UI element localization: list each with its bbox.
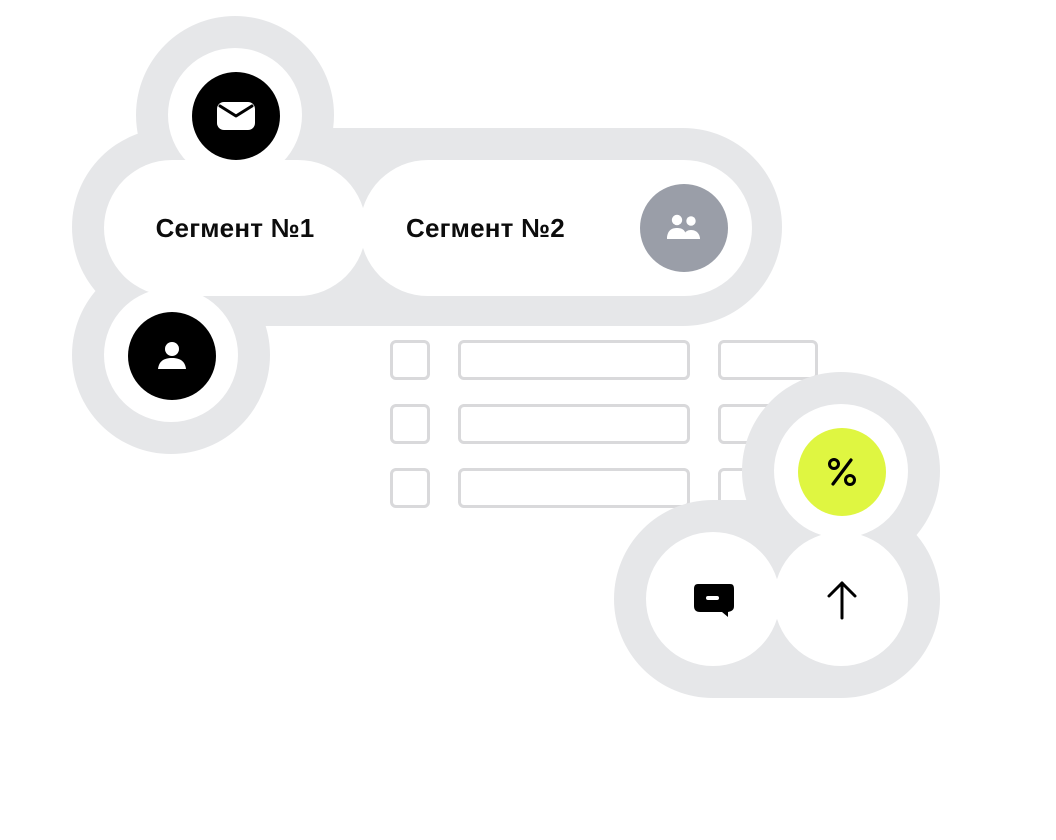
chat-bubble-icon [694, 584, 734, 617]
percent-button[interactable] [798, 428, 886, 516]
users-group-icon [667, 214, 700, 239]
mail-icon [217, 102, 255, 130]
percent-icon [828, 458, 856, 486]
placeholder-checkbox-2 [390, 404, 430, 444]
placeholder-field-1 [458, 340, 690, 380]
chat-button[interactable] [670, 556, 758, 644]
segment-2-label: Сегмент №2 [406, 212, 565, 243]
group-button[interactable] [640, 184, 728, 272]
segment-1-pill[interactable]: Сегмент №1 [104, 160, 366, 296]
user-button[interactable] [128, 312, 216, 400]
placeholder-checkbox-3 [390, 468, 430, 508]
placeholder-field-3 [458, 468, 690, 508]
mail-button[interactable] [192, 72, 280, 160]
segment-1-label: Сегмент №1 [155, 212, 315, 243]
placeholder-checkbox-1 [390, 340, 430, 380]
user-icon [158, 342, 186, 369]
placeholder-field-2 [458, 404, 690, 444]
arrow-up-icon [827, 581, 857, 620]
arrow-up-button[interactable] [798, 556, 886, 644]
placeholder-cell-1 [718, 340, 818, 380]
